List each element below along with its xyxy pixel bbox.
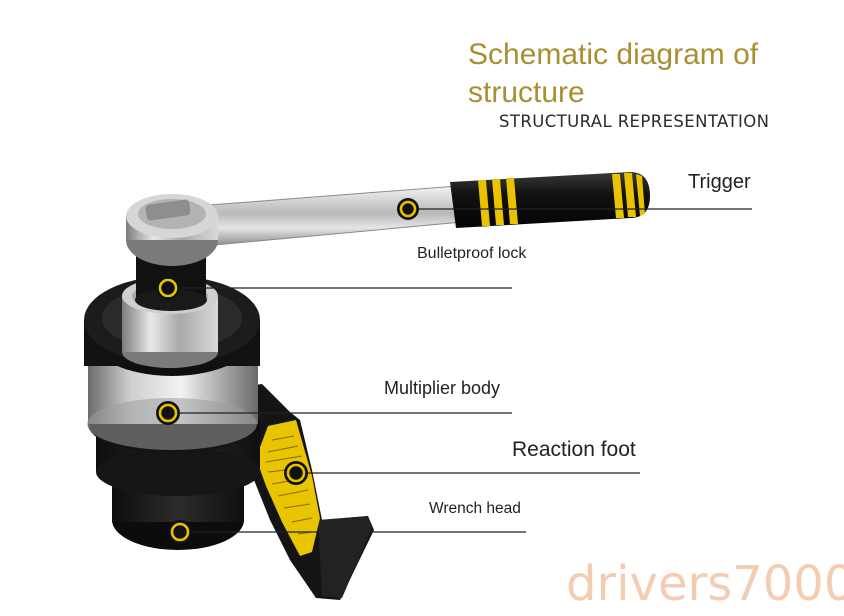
callout-markers [156,198,419,544]
head-marker [168,520,192,544]
diagram-subtitle: STRUCTURAL REPRESENTATION [499,112,770,131]
trigger-marker [397,198,419,220]
reaction-foot-label: Reaction foot [512,438,636,461]
trigger-label: Trigger [688,171,751,193]
diagram-title: Schematic diagram of structure [468,38,759,109]
watermark-text: drivers7000 [566,556,844,612]
foot-marker [284,461,308,485]
warning-label [256,420,320,556]
body-marker [156,401,180,425]
bulletproof-lock-label: Bulletproof lock [417,245,527,262]
leader-lines [168,208,752,533]
wrench-head-label: Wrench head [429,500,521,517]
ratchet-wrench [126,172,650,266]
wrench-head-part [96,420,260,550]
grip-yellow-bands [478,173,645,226]
multiplier-body-label: Multiplier body [384,378,501,398]
lock-marker [156,276,180,300]
